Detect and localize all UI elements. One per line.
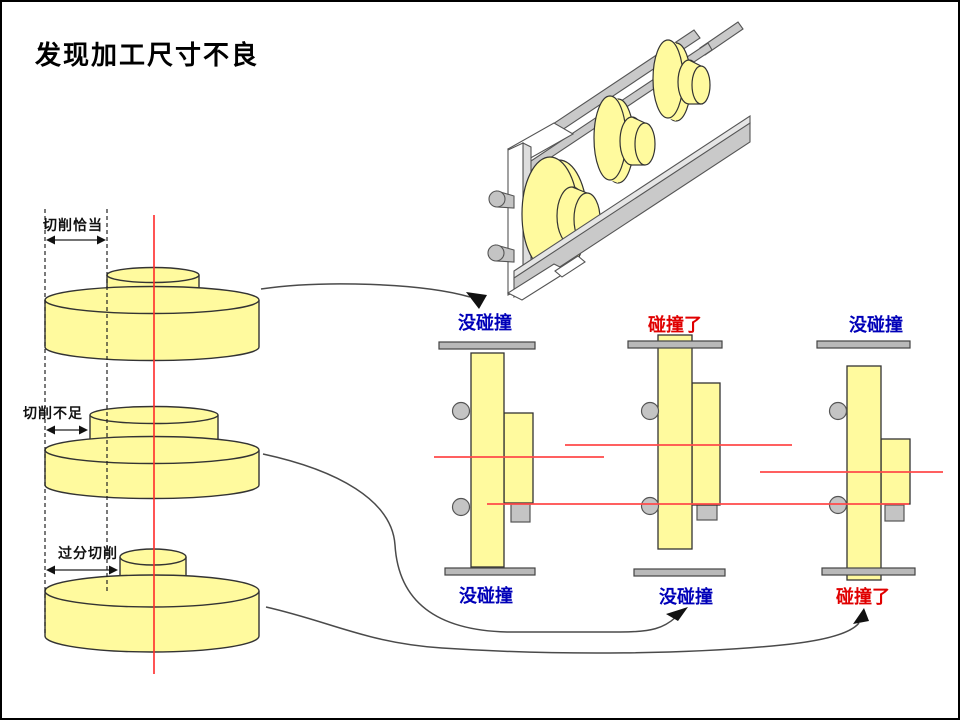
station1-top-result-label: 没碰撞 (458, 313, 512, 333)
conveyor-peg (487, 244, 505, 262)
conveyor-disc-2 (593, 95, 656, 184)
cut-label-excessive: 过分切削 (58, 545, 118, 561)
overcut-disc-top (44, 574, 260, 608)
arrowhead-icon (97, 235, 106, 245)
station3-roller-top (828, 401, 848, 421)
disc1-boss-edge (571, 186, 588, 194)
station1-top-gauge-bar (438, 341, 536, 350)
cylinder-proper (44, 266, 260, 362)
dimension-guides (44, 209, 114, 635)
disc2-boss-edge (631, 116, 646, 124)
arrowhead-icon (46, 565, 55, 575)
arrowhead-icon (666, 607, 688, 621)
station2-boss-rect (691, 382, 721, 506)
station-1 (438, 341, 536, 576)
cylinder-overcut (44, 548, 260, 653)
station3-top-gauge-bar (816, 340, 911, 349)
station3-bottom-gauge-bar (821, 567, 916, 576)
station3-part-rect (846, 365, 882, 581)
connector-undercut-to-station2 (262, 453, 677, 633)
station1-boss-rect (503, 412, 534, 504)
proper-boss-top (106, 266, 200, 284)
arrowhead-icon (109, 565, 118, 575)
connector-overcut-to-station3 (265, 606, 860, 654)
station2-roller-bottom (640, 496, 660, 516)
arrowhead-icon (46, 235, 55, 245)
conveyor-front (506, 114, 751, 301)
conveyor-peg (488, 190, 506, 208)
station1-bottom-gauge-bar (444, 567, 536, 576)
station2-bottom-result-label: 没碰撞 (659, 587, 713, 607)
disc3-boss-cap (691, 65, 711, 105)
arrowhead-icon (79, 425, 88, 435)
station3-bottom-result-label: 碰撞了 (836, 587, 890, 607)
cut-label-proper: 切削恰当 (43, 217, 103, 233)
arrowhead-icon (466, 292, 487, 309)
station-3 (816, 340, 916, 581)
station1-stop-block (510, 503, 531, 523)
station2-roller-top (640, 401, 660, 421)
cut-label-insufficient: 切削不足 (23, 405, 83, 421)
disc3-boss-edge (688, 59, 702, 67)
station1-roller-top (451, 401, 471, 421)
conveyor-disc-3 (652, 39, 711, 122)
station2-top-gauge-bar (627, 340, 723, 349)
station-2 (627, 334, 726, 577)
page-title: 发现加工尺寸不良 (35, 41, 260, 70)
proper-disc-body (44, 300, 260, 362)
station1-bottom-result-label: 没碰撞 (459, 586, 513, 606)
station2-top-result-label: 碰撞了 (648, 315, 702, 335)
station3-roller-bottom (828, 495, 848, 515)
station2-bottom-gauge-bar (633, 568, 726, 577)
connector-arrowheads (466, 292, 869, 624)
overcut-boss-top (119, 548, 187, 566)
station3-top-result-label: 没碰撞 (849, 315, 903, 335)
station1-part-rect (470, 352, 505, 568)
connectors (260, 283, 860, 654)
disc2-boss-cap (634, 122, 656, 166)
station1-roller-bottom (451, 497, 471, 517)
station2-stop-block (696, 504, 718, 521)
station3-stop-block (884, 504, 905, 522)
measure-arrowheads (46, 235, 118, 575)
overcut-disc-body (44, 591, 260, 653)
conveyor-base-bracket (554, 255, 586, 278)
undercut-disc-top (44, 435, 260, 465)
arrowhead-icon (46, 425, 55, 435)
station2-part-rect (657, 334, 693, 550)
proper-disc-top (44, 285, 260, 315)
arrowhead-icon (853, 608, 869, 624)
reference-lines (434, 444, 943, 505)
connector-proper-to-station1 (260, 283, 471, 298)
